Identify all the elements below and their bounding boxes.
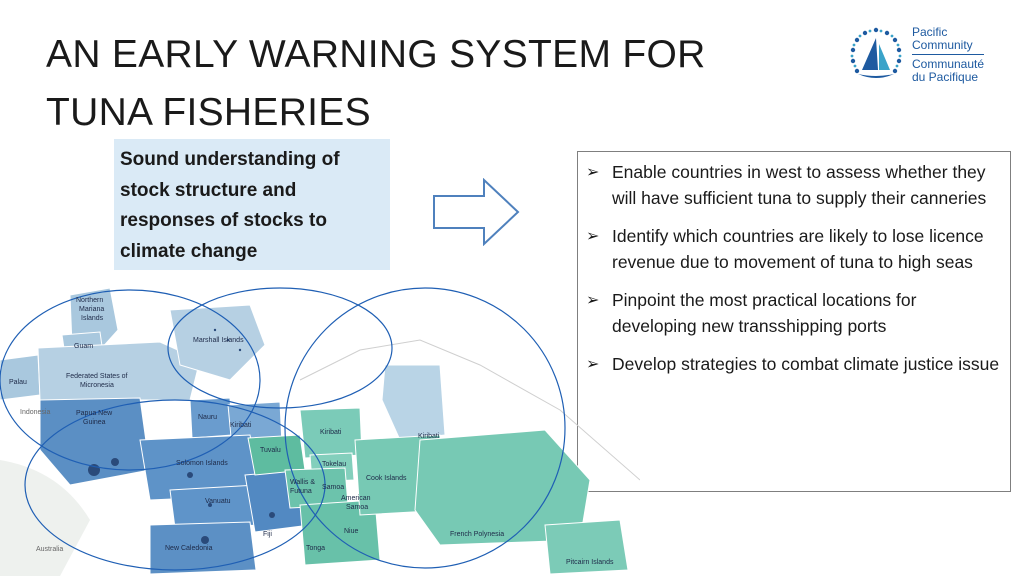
- map-label: Guinea: [83, 419, 106, 426]
- bullet-text: Identify which countries are likely to l…: [612, 226, 984, 272]
- slide-title: AN EARLY WARNING SYSTEM FOR TUNA FISHERI…: [46, 26, 766, 142]
- map-label: Australia: [36, 546, 63, 553]
- map-label: Futuna: [290, 488, 312, 495]
- eez-pitcairn: [544, 519, 629, 575]
- eez-new-caledonia: [149, 521, 257, 575]
- map-label: Guam: [74, 343, 93, 350]
- map-label: Islands: [81, 315, 104, 322]
- island-dots: [88, 328, 275, 544]
- map-label: Solomon Islands: [176, 460, 228, 467]
- map-label: Kiribati: [418, 433, 440, 440]
- logo-text-community: Community: [912, 38, 973, 52]
- map-label: Tonga: [306, 545, 325, 552]
- map-label: Samoa: [322, 484, 344, 491]
- logo-wordmark: Pacific Community Communauté du Pacifiqu…: [912, 26, 984, 84]
- map-label: Kiribati: [320, 429, 342, 436]
- callout-line-1: Sound understanding of: [120, 149, 340, 170]
- eez-png: [39, 397, 151, 486]
- arrow-bullet-icon: ➢: [586, 292, 600, 309]
- map-label: Tuvalu: [260, 447, 281, 454]
- map-label: Papua New: [76, 410, 113, 417]
- stock-circle-west: [0, 289, 261, 471]
- callout-line-2: stock structure and: [120, 179, 297, 201]
- map-label: New Caledonia: [165, 545, 213, 552]
- logo-text-pacific: Pacific: [912, 25, 948, 39]
- stock-circle-south: [24, 399, 326, 571]
- bullet-text: Enable countries in west to assess wheth…: [612, 162, 987, 208]
- bullet-text: Develop strategies to combat climate jus…: [612, 354, 1000, 374]
- map-label: Marshall Islands: [193, 337, 244, 344]
- map-land-shading: [0, 460, 90, 576]
- arrow-bullet-icon: ➢: [586, 356, 600, 373]
- map-label: Vanuatu: [205, 498, 231, 505]
- map-label: Northern: [76, 297, 103, 304]
- map-label: Pitcairn Islands: [566, 559, 614, 566]
- logo-divider: [912, 54, 984, 55]
- bullet-text: Pinpoint the most practical locations fo…: [612, 290, 917, 336]
- right-arrow-icon: [433, 178, 520, 246]
- map-label: Palau: [9, 379, 27, 386]
- stock-circles: [0, 287, 566, 571]
- map-land-outline: [299, 339, 640, 481]
- map-label: Micronesia: [80, 382, 114, 389]
- list-item: ➢ Pinpoint the most practical locations …: [584, 288, 1000, 339]
- map-label: French Polynesia: [450, 531, 504, 538]
- eez-tuvalu: [247, 434, 306, 476]
- eez-marshall: [169, 304, 266, 381]
- callout-line-4: climate change: [120, 240, 258, 262]
- map-label: Indonesia: [20, 409, 50, 416]
- stock-structure-callout: Sound understanding of stock structure a…: [114, 139, 390, 270]
- list-item: ➢ Enable countries in west to assess whe…: [584, 160, 1000, 211]
- logo-text-du-pacifique: du Pacifique: [912, 70, 979, 84]
- map-label: Wallis &: [290, 479, 315, 486]
- map-label: Nauru: [198, 414, 217, 421]
- logo-text-communaute: Communauté: [912, 57, 985, 71]
- map-label: American: [341, 495, 371, 502]
- eez-palau: [0, 354, 41, 401]
- map-label: Samoa: [346, 504, 368, 511]
- map-label: Federated States of: [66, 373, 128, 380]
- stock-circle-north: [167, 287, 393, 409]
- eez-fsm: [37, 341, 201, 401]
- map-label: Niue: [344, 528, 359, 535]
- pacific-community-emblem-icon: [850, 27, 902, 78]
- slide-title-line-2: TUNA FISHERIES: [46, 91, 371, 134]
- pacific-eez-map: Northern Mariana Islands Guam Marshall I…: [0, 287, 640, 576]
- list-item: ➢ Develop strategies to combat climate j…: [584, 352, 1000, 378]
- map-label: Mariana: [79, 306, 104, 313]
- list-item: ➢ Identify which countries are likely to…: [584, 224, 1000, 275]
- slide-title-line-1: AN EARLY WARNING SYSTEM FOR: [46, 33, 706, 76]
- map-label: Tokelau: [322, 461, 346, 468]
- stock-circle-east: [284, 287, 566, 569]
- map-label: Kiribati: [230, 422, 252, 429]
- map-label: Cook Islands: [366, 475, 407, 482]
- arrow-bullet-icon: ➢: [586, 228, 600, 245]
- arrow-bullet-icon: ➢: [586, 164, 600, 181]
- map-label: Fiji: [263, 531, 272, 538]
- callout-line-3: responses of stocks to: [120, 210, 327, 231]
- outcomes-list: ➢ Enable countries in west to assess whe…: [578, 152, 1010, 378]
- callout-text: Sound understanding of stock structure a…: [120, 145, 386, 267]
- pacific-community-logo: Pacific Community Communauté du Pacifiqu…: [848, 24, 998, 90]
- outcomes-box: ➢ Enable countries in west to assess whe…: [577, 151, 1011, 492]
- eez-kiribati-east: [381, 364, 446, 441]
